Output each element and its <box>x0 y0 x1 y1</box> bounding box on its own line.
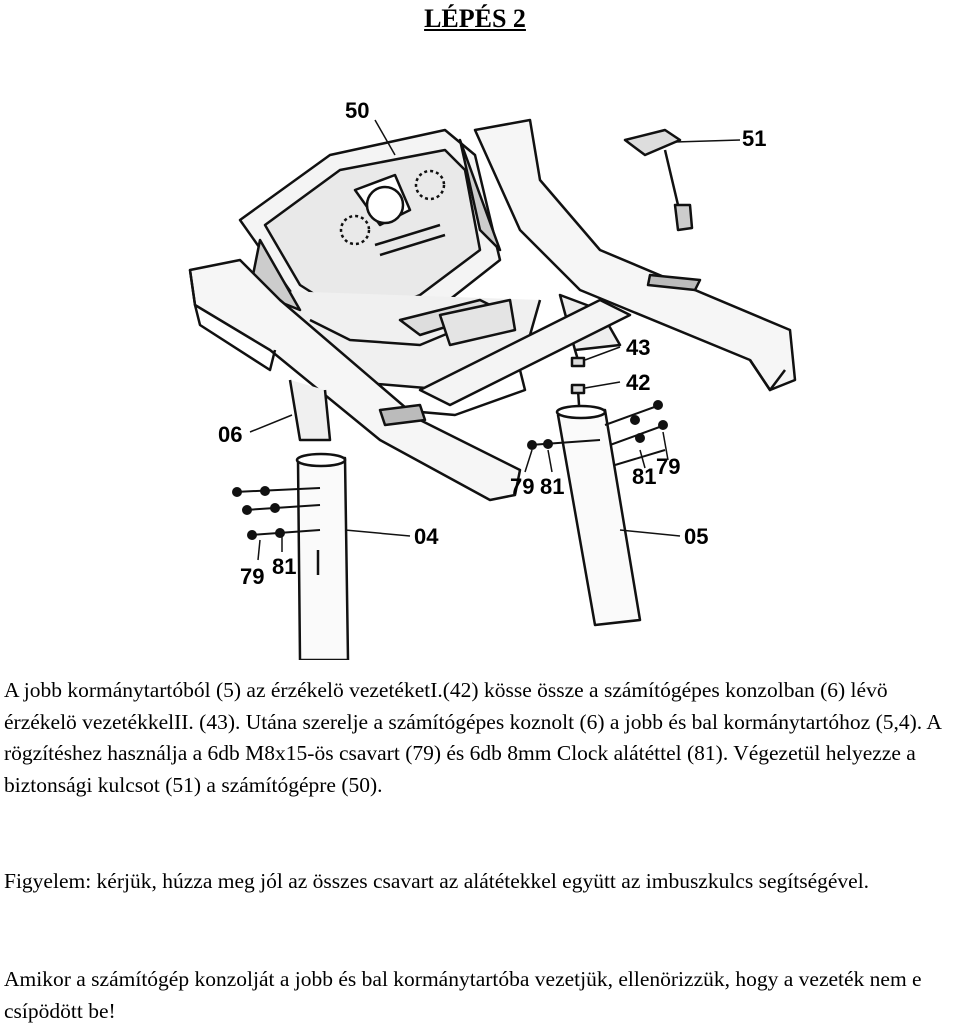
fasteners-left <box>232 486 321 540</box>
label-06: 06 <box>218 422 242 447</box>
label-05: 05 <box>684 524 708 549</box>
fasteners-center <box>527 439 601 450</box>
left-upright <box>295 452 350 660</box>
instruction-paragraph: A jobb kormánytartóból (5) az érzékelö v… <box>4 678 941 797</box>
sensor-wires <box>570 349 586 421</box>
left-handlebar <box>188 258 522 502</box>
label-51: 51 <box>742 126 766 151</box>
note-paragraph: Amikor a számítógép konzolját a jobb és … <box>4 967 922 1023</box>
assembly-diagram: 50 51 43 42 06 04 05 79 81 79 81 81 79 <box>188 98 797 660</box>
right-upright <box>555 404 642 627</box>
label-81-center: 81 <box>540 474 564 499</box>
label-79-center: 79 <box>510 474 534 499</box>
label-81-right: 81 <box>632 464 656 489</box>
label-81-left: 81 <box>272 554 296 579</box>
label-50: 50 <box>345 98 369 123</box>
label-79-right: 79 <box>656 454 680 479</box>
fasteners-right <box>604 400 668 466</box>
warning-paragraph: Figyelem: kérjük, húzza meg jól az össze… <box>4 869 870 893</box>
step-title: LÉPÉS 2 <box>424 4 526 33</box>
leader-lines <box>249 119 741 561</box>
label-79-left: 79 <box>240 564 264 589</box>
label-04: 04 <box>414 524 439 549</box>
right-handlebar <box>418 118 797 407</box>
console-body <box>238 128 542 417</box>
label-43: 43 <box>626 335 650 360</box>
safety-key <box>623 128 694 232</box>
label-42: 42 <box>626 370 650 395</box>
